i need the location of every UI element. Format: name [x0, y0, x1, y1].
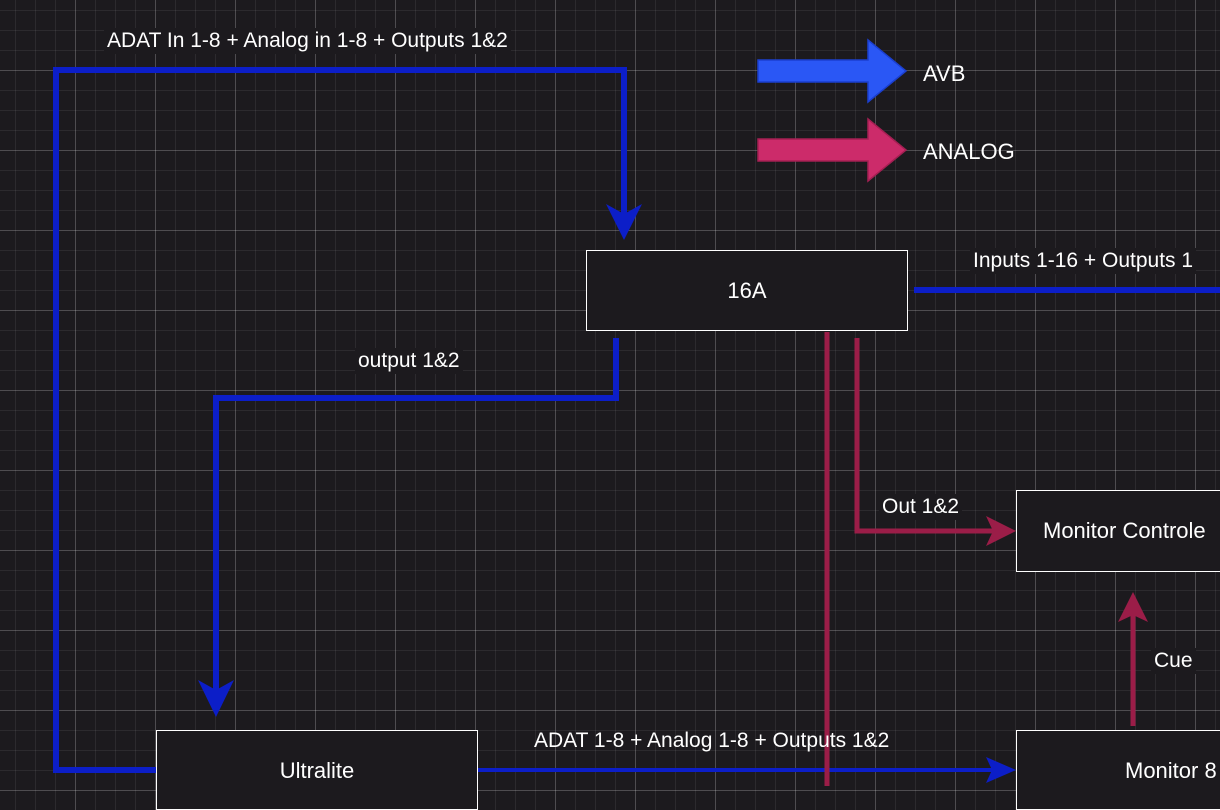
node-16a[interactable]: 16A — [586, 250, 908, 331]
node-16a-label: 16A — [727, 277, 767, 303]
legend-analog-label: ANALOG — [923, 139, 1015, 164]
adat-in-label: ADAT In 1-8 + Analog in 1-8 + Outputs 1&… — [104, 28, 511, 54]
node-monitor-controller[interactable]: Monitor Controle — [1016, 490, 1220, 572]
adat-out-arrowhead — [986, 757, 1016, 783]
node-ultralite-label: Ultralite — [279, 758, 355, 783]
cue-arrowhead — [1118, 592, 1148, 622]
node-monitor-8-label: Monitor 8 — [1125, 758, 1217, 783]
output12-connector — [213, 338, 619, 695]
adat-out-label: ADAT 1-8 + Analog 1-8 + Outputs 1&2 — [534, 729, 890, 752]
adat-in-connector — [53, 67, 627, 773]
node-ultralite[interactable]: Ultralite — [156, 730, 478, 810]
legend-avb-label: AVB — [923, 61, 966, 86]
out12-arrowhead — [986, 516, 1016, 546]
legend-analog-arrow — [757, 117, 908, 183]
output12-arrowhead — [198, 680, 234, 717]
output12-label: output 1&2 — [355, 348, 463, 374]
cue-label: Cue — [1151, 648, 1196, 674]
adat-in-arrowhead — [606, 204, 642, 240]
connection-diagram — [53, 38, 1220, 786]
node-monitor-8[interactable]: Monitor 8 — [1016, 730, 1220, 810]
inputs-label: Inputs 1-16 + Outputs 1 — [970, 248, 1197, 274]
node-monitor-controller-label: Monitor Controle — [1043, 518, 1206, 543]
out12-connector — [854, 338, 994, 534]
out12-label: Out 1&2 — [879, 494, 963, 520]
legend-avb-arrow — [757, 38, 908, 104]
